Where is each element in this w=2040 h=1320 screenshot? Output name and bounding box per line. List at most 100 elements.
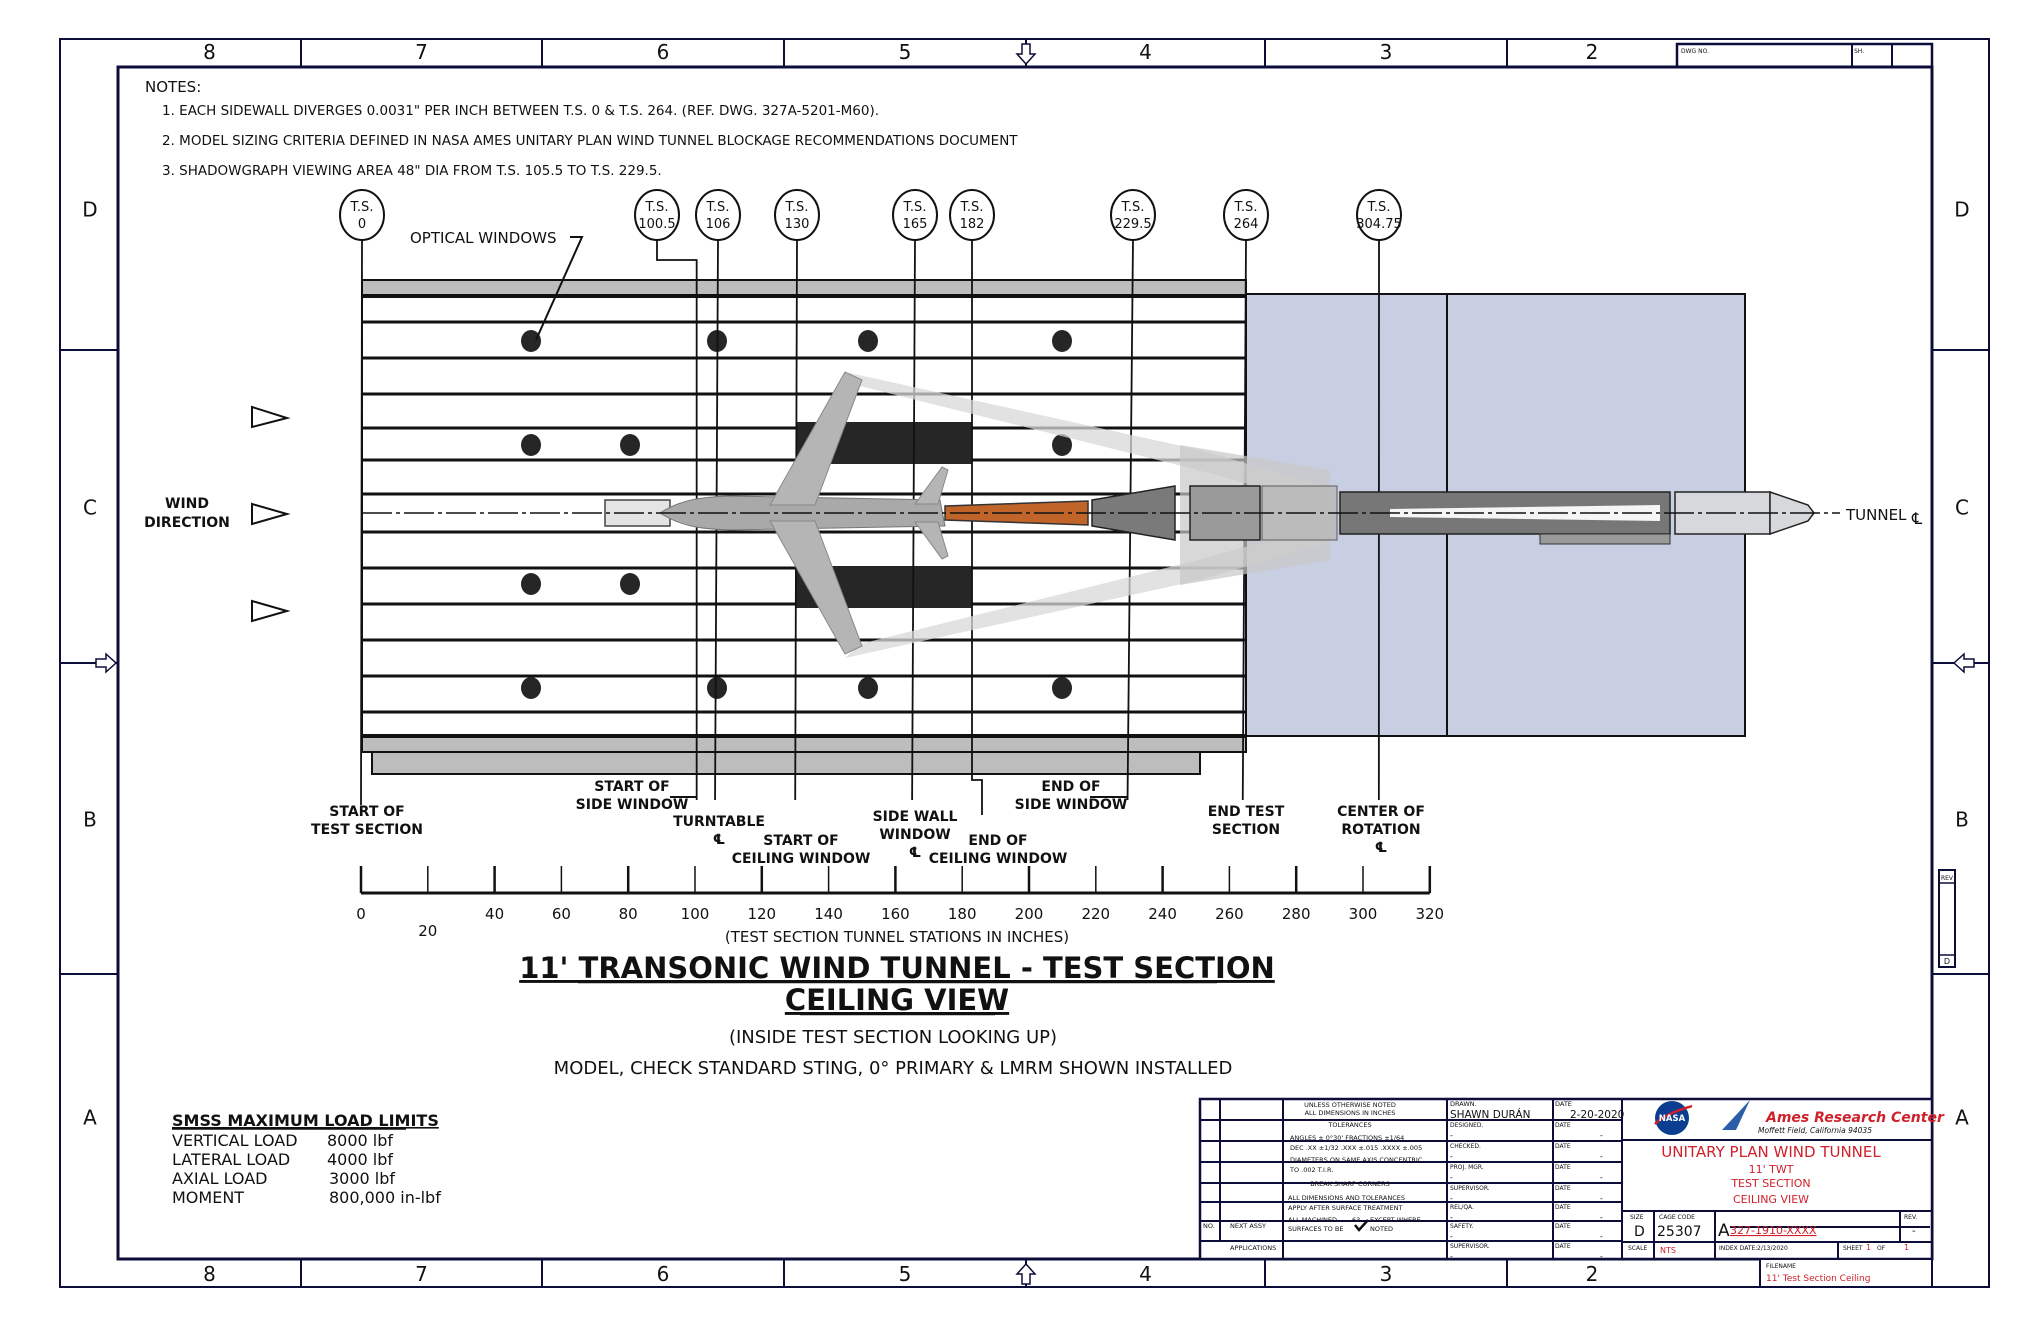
title-block-frame (1198, 1097, 1934, 1261)
start-side-label-1: START OF (594, 779, 669, 795)
tb-next-assy: NEXT ASSY (1230, 1222, 1266, 1230)
ames-logo-icon (1722, 1100, 1750, 1130)
tb-unless-1: UNLESS OTHERWISE NOTED (1304, 1101, 1396, 1109)
tb-finish: 63 (1352, 1216, 1360, 1224)
station-bubble-prefix: T.S. (350, 200, 374, 215)
signoff-date-label: DATE (1555, 1223, 1571, 1230)
optical-window-port (620, 434, 640, 456)
scale-tick-label: 80 (619, 905, 638, 923)
scale-tick-label: 0 (356, 905, 366, 923)
station-bubble-value: 0 (358, 217, 366, 232)
tb-date-label: DATE (1555, 1100, 1572, 1108)
nasa-logo-swoosh (1654, 1104, 1693, 1125)
center-rotation-label-1: CENTER OF (1337, 804, 1425, 820)
tb-drawn-by: SHAWN DURÁN (1450, 1108, 1530, 1121)
tb-tol-1: ANGLES ± 0°30' FRACTIONS ±1/64 (1290, 1134, 1404, 1142)
tb-break-corners: BREAK SHARP CORNERS (1310, 1180, 1390, 1188)
load-value: 4000 lbf (327, 1150, 393, 1169)
dwg-no-header: DWG NO. SH. (1675, 42, 1934, 69)
optical-window-port (620, 573, 640, 595)
station-bubble (1223, 189, 1269, 241)
load-label: LATERAL LOAD (172, 1150, 290, 1169)
tb-size: D (1634, 1224, 1645, 1240)
zone-column-label: 5 (899, 40, 912, 64)
tb-drawn-label: DRAWN. (1450, 1100, 1477, 1108)
ames-center-address: Moffett Field, California 94035 (1758, 1126, 1872, 1135)
notes-heading: NOTES: (145, 78, 201, 96)
zone-row-label: A (83, 1106, 97, 1130)
load-label: MOMENT (172, 1188, 244, 1207)
tb-of-label: OF (1877, 1245, 1886, 1252)
station-bubble-value: 304.75 (1356, 217, 1402, 232)
note-1: 1. EACH SIDEWALL DIVERGES 0.0031" PER IN… (162, 103, 879, 119)
optical-window-port (1052, 434, 1072, 456)
centering-arrow-icon (1015, 43, 1037, 66)
zone-column-label: 6 (657, 40, 670, 64)
tb-apply-2: APPLY AFTER SURFACE TREATMENT (1288, 1204, 1402, 1212)
centering-arrow-icon (1015, 1262, 1037, 1285)
tb-tol-3: DIAMETERS ON SAME AXIS CONCENTRIC (1290, 1156, 1423, 1164)
tb-dwg-prefix: A (1718, 1221, 1730, 1241)
start-test-label-1: START OF (329, 804, 404, 820)
optical-windows (521, 330, 1072, 699)
side-wall-label-1: SIDE WALL (873, 809, 958, 825)
station-bubble-prefix: T.S. (1121, 200, 1145, 215)
bottom-sidewall (361, 735, 1247, 753)
tb-except-2: NOTED (1370, 1225, 1393, 1233)
turntable-label: TURNTABLE (673, 814, 765, 830)
station-bubble-value: 182 (960, 217, 985, 232)
drawing-subtitle-2: MODEL, CHECK STANDARD STING, 0° PRIMARY … (554, 1058, 1233, 1079)
end-side-label-2: SIDE WINDOW (1015, 797, 1128, 813)
scale-tick-label: 240 (1148, 905, 1177, 923)
checkmark-icon (1354, 1219, 1369, 1232)
station-bubble-prefix: T.S. (645, 200, 669, 215)
optical-window-port (521, 434, 541, 456)
tb-rev-label: REV. (1904, 1214, 1917, 1221)
signoff-date-value: - (1600, 1232, 1603, 1241)
optical-window-port (1052, 330, 1072, 352)
station-callouts: T.S.0T.S.100.5T.S.106T.S.130T.S.165T.S.1… (339, 189, 1402, 815)
signoff-value: - (1450, 1213, 1453, 1222)
signoff-label: SUPERVISOR. (1450, 1243, 1490, 1250)
scale-tick-label: 320 (1415, 905, 1444, 923)
turntable-cl: ℄ (713, 832, 726, 848)
load-limits-table: SMSS MAXIMUM LOAD LIMITS VERTICAL LOAD 8… (172, 1111, 441, 1207)
start-test-label-2: TEST SECTION (311, 822, 423, 838)
scale-tick-label: 260 (1215, 905, 1244, 923)
tb-rev: - (1912, 1226, 1916, 1237)
zone-row-label: D (82, 198, 97, 222)
model-wing-lower (769, 520, 863, 655)
scale-tick-label: 180 (948, 905, 977, 923)
signoff-value: - (1450, 1232, 1453, 1241)
model-wing-upper (769, 371, 863, 506)
optical-windows-label: OPTICAL WINDOWS (410, 229, 556, 247)
tb-size-label: SIZE (1630, 1214, 1644, 1221)
station-bubble-value: 100.5 (638, 217, 675, 232)
signoff-label: PROJ. MGR. (1450, 1164, 1484, 1171)
zone-row-label: B (83, 808, 97, 832)
start-ceiling-label-1: START OF (763, 833, 838, 849)
wind-arrow-icon (251, 502, 291, 526)
tunnel-cl-label: TUNNEL (1845, 506, 1907, 524)
zone-column-label: 3 (1380, 40, 1393, 64)
scale-tick-label: 40 (485, 905, 504, 923)
tb-index-date: 2/13/2020 (1757, 1245, 1788, 1252)
scale-tick-label: 200 (1015, 905, 1044, 923)
zone-column-label: 4 (1139, 1262, 1152, 1286)
station-bubble-prefix: T.S. (1367, 200, 1391, 215)
tb-scale: NTS (1660, 1246, 1676, 1255)
signoff-label: SAFETY. (1450, 1223, 1473, 1230)
top-sidewall (361, 279, 1247, 297)
zone-column-label: 2 (1586, 1262, 1599, 1286)
tb-cage-label: CAGE CODE (1659, 1214, 1695, 1221)
optical-windows-leader (535, 236, 584, 341)
station-bubble (774, 189, 820, 241)
signoff-value: - (1450, 1194, 1453, 1203)
note-3: 3. SHADOWGRAPH VIEWING AREA 48" DIA FROM… (162, 163, 662, 179)
bottom-rail (371, 751, 1201, 775)
ames-center-name: Ames Research Center (1765, 1110, 1945, 1126)
end-ceiling-label-1: END OF (968, 833, 1027, 849)
zone-column-label: 8 (203, 1262, 216, 1286)
